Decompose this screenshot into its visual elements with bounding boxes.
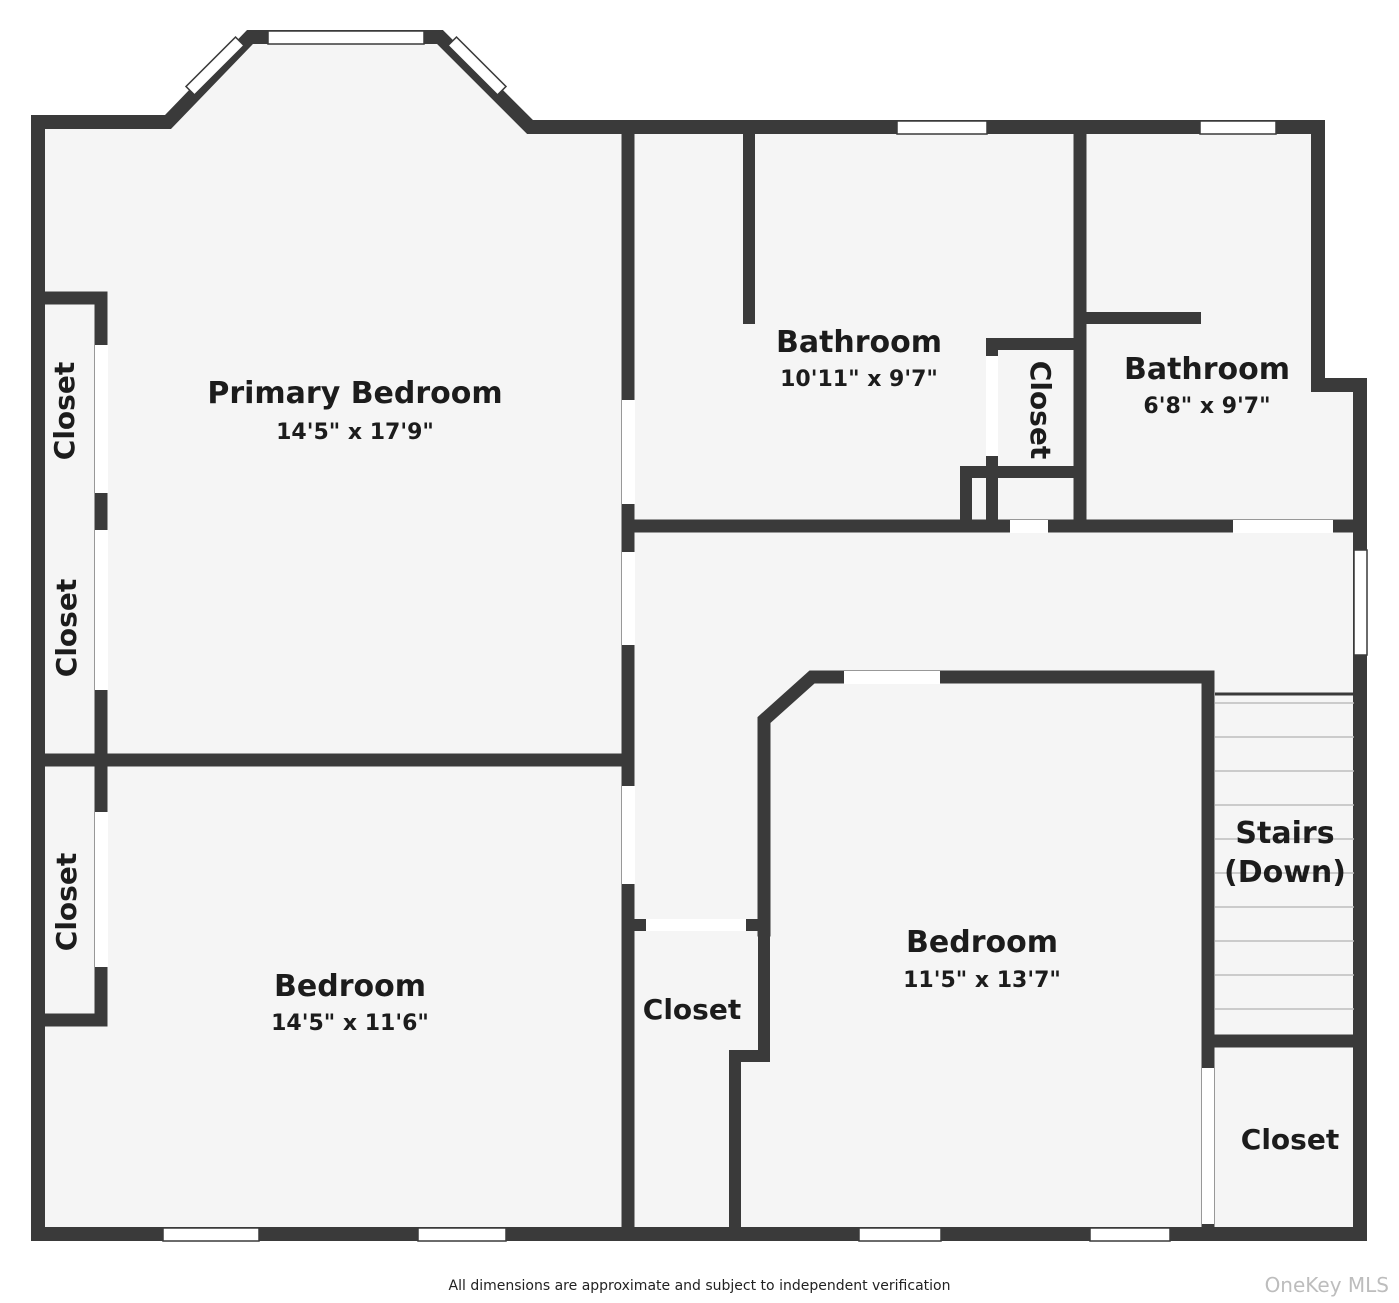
label-stairs-direction: (Down): [1224, 855, 1346, 890]
mls-watermark: OneKey MLS: [1264, 1273, 1389, 1297]
door-bath-closet: [986, 356, 998, 456]
window-bottom-4: [1089, 1227, 1171, 1242]
window-bottom-1: [162, 1227, 260, 1242]
window-bottom-3: [858, 1227, 942, 1242]
door-closet-middle: [95, 530, 108, 690]
dims-bedroom-right: 11'5" x 13'7": [903, 968, 1061, 993]
label-closet-left-lower: Closet: [50, 853, 83, 951]
label-closet-left-upper: Closet: [48, 362, 81, 460]
label-closet-bottom-right: Closet: [1241, 1123, 1339, 1156]
floor-areas: [38, 37, 1360, 1234]
door-bedroom-right: [844, 671, 940, 684]
door-bottom-closet: [1202, 1068, 1214, 1224]
label-closet-bathroom: Closet: [1024, 361, 1057, 459]
door-hall-closet: [646, 919, 746, 931]
door-primary-hall: [622, 552, 635, 645]
door-closet-upper: [95, 345, 108, 493]
dims-primary-bedroom: 14'5" x 17'9": [276, 420, 434, 445]
window-top-bay: [267, 30, 425, 45]
window-bath-small-top: [1199, 120, 1277, 135]
dims-bedroom-left: 14'5" x 11'6": [271, 1011, 429, 1036]
exterior-wall-top-left: [31, 30, 1367, 1241]
window-bay-right: [446, 35, 508, 97]
label-closet-hall: Closet: [643, 993, 741, 1026]
dims-bathroom-main: 10'11" x 9'7": [780, 367, 938, 392]
window-right-hall: [1353, 549, 1368, 656]
dims-bathroom-small: 6'8" x 9'7": [1143, 394, 1270, 419]
window-bottom-2: [417, 1227, 507, 1242]
label-primary-bedroom: Primary Bedroom: [207, 376, 502, 411]
door-bath-hall: [1010, 520, 1048, 533]
label-closet-left-middle: Closet: [50, 579, 83, 677]
openings: [162, 30, 1368, 1242]
doorways: [95, 345, 1333, 1224]
door-closet-lower: [95, 812, 108, 967]
floor-outline: [38, 37, 1360, 1234]
wall-bedroom-right: [757, 670, 1215, 1241]
door-bedroom-hall: [622, 786, 635, 884]
label-bedroom-right: Bedroom: [906, 925, 1058, 960]
label-bathroom-small: Bathroom: [1124, 352, 1290, 387]
label-bedroom-left: Bedroom: [274, 969, 426, 1004]
door-bath-small-hall: [1233, 520, 1333, 533]
wall-hall-closet-right: [729, 919, 770, 1240]
stairs-treads: [1215, 702, 1354, 1010]
label-bathroom-main: Bathroom: [776, 325, 942, 360]
window-bay-left: [184, 35, 246, 97]
window-bath-top: [896, 120, 988, 135]
disclaimer-note: All dimensions are approximate and subje…: [448, 1278, 951, 1294]
label-stairs: Stairs: [1235, 816, 1334, 851]
wall-bath-closet-lower: [960, 466, 998, 532]
door-primary-bath: [622, 400, 635, 504]
